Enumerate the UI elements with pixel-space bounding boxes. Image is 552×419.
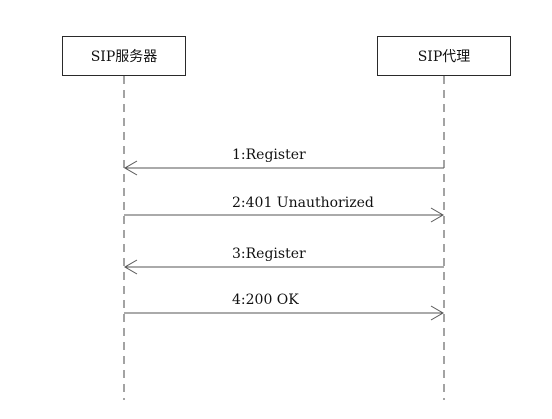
message-label-3: 3:Register	[232, 246, 306, 262]
message-label-4: 4:200 OK	[232, 292, 299, 308]
participant-sip-proxy-label: SIP代理	[417, 49, 471, 65]
participant-sip-server-label: SIP服务器	[90, 49, 158, 65]
message-arrow-2	[124, 207, 444, 223]
message-arrow-1	[124, 160, 444, 176]
participant-sip-proxy: SIP代理	[377, 36, 511, 76]
message-arrow-3	[124, 259, 444, 275]
message-arrow-4	[124, 305, 444, 321]
participant-sip-server: SIP服务器	[62, 36, 186, 76]
message-label-2: 2:401 Unauthorized	[232, 195, 374, 211]
message-label-1: 1:Register	[232, 147, 306, 163]
